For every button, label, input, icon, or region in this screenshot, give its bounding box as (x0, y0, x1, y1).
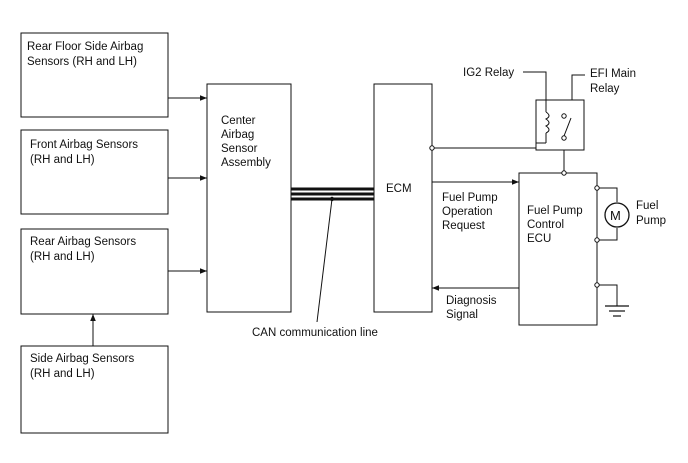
pump-wire-top (599, 187, 618, 202)
can-communication-line-label: CAN communication line (252, 327, 378, 339)
label-line: Center (221, 115, 256, 127)
rear-airbag-sensors-block: Rear Airbag Sensors (RH and LH) (20, 228, 169, 315)
label-line: IG2 Relay (463, 67, 514, 79)
label-line: Rear Airbag Sensors (30, 236, 136, 248)
label-line: ECM (386, 183, 412, 195)
can-communication-bus (291, 187, 374, 202)
rear-airbag-sensors-label: Rear Airbag Sensors (RH and LH) (30, 236, 136, 263)
label-line: Pump (636, 215, 666, 227)
relay-assembly (535, 99, 585, 151)
front-airbag-sensors-block: Front Airbag Sensors (RH and LH) (20, 129, 169, 215)
label-line: Signal (446, 309, 478, 321)
label-line: CAN communication line (252, 327, 378, 339)
label-line: Diagnosis (446, 295, 497, 307)
efi-main-relay-leader (571, 74, 585, 100)
side-airbag-sensors-label: Side Airbag Sensors (RH and LH) (30, 353, 134, 380)
label-line: Sensor (221, 143, 258, 155)
side-airbag-sensors-block: Side Airbag Sensors (RH and LH) (20, 345, 169, 434)
ecm-relay-wire (434, 143, 537, 149)
label-line: Side Airbag Sensors (30, 353, 134, 365)
ecm-block: ECM (373, 83, 433, 313)
motor-symbol-label: M (610, 208, 621, 223)
label-line: Request (442, 220, 486, 232)
label-line: Rear Floor Side Airbag (27, 41, 143, 53)
label-line: Front Airbag Sensors (30, 139, 138, 151)
ecm-label: ECM (386, 183, 412, 195)
label-line: Relay (590, 83, 620, 95)
label-line: Fuel (636, 200, 658, 212)
pump-wire-bottom (599, 228, 618, 241)
ground-wire (599, 284, 618, 306)
label-line: Operation (442, 206, 493, 218)
front-airbag-sensors-label: Front Airbag Sensors (RH and LH) (30, 139, 138, 166)
efi-main-relay-switch-icon (563, 117, 572, 137)
label-line: Control (527, 219, 564, 231)
label-line: Sensors (RH and LH) (27, 56, 137, 68)
ground-icon (605, 305, 629, 317)
can-line-leader (316, 198, 333, 323)
label-line: (RH and LH) (30, 154, 95, 166)
label-line: M (610, 208, 621, 223)
label-line: Assembly (221, 157, 271, 169)
ig2-relay-coil-icon (545, 111, 550, 134)
label-line: EFI Main (590, 68, 636, 80)
label-line: Fuel Pump (442, 192, 498, 204)
ig2-relay-leader (523, 71, 547, 112)
ecm-terminal (429, 145, 435, 151)
label-line: (RH and LH) (30, 251, 95, 263)
ig2-relay-label: IG2 Relay (463, 67, 514, 79)
label-line: Fuel Pump (527, 205, 583, 217)
label-line: (RH and LH) (30, 368, 95, 380)
label-line: ECU (527, 233, 551, 245)
label-line: Airbag (221, 129, 254, 141)
fuel-pump-motor-icon: M (604, 202, 630, 228)
